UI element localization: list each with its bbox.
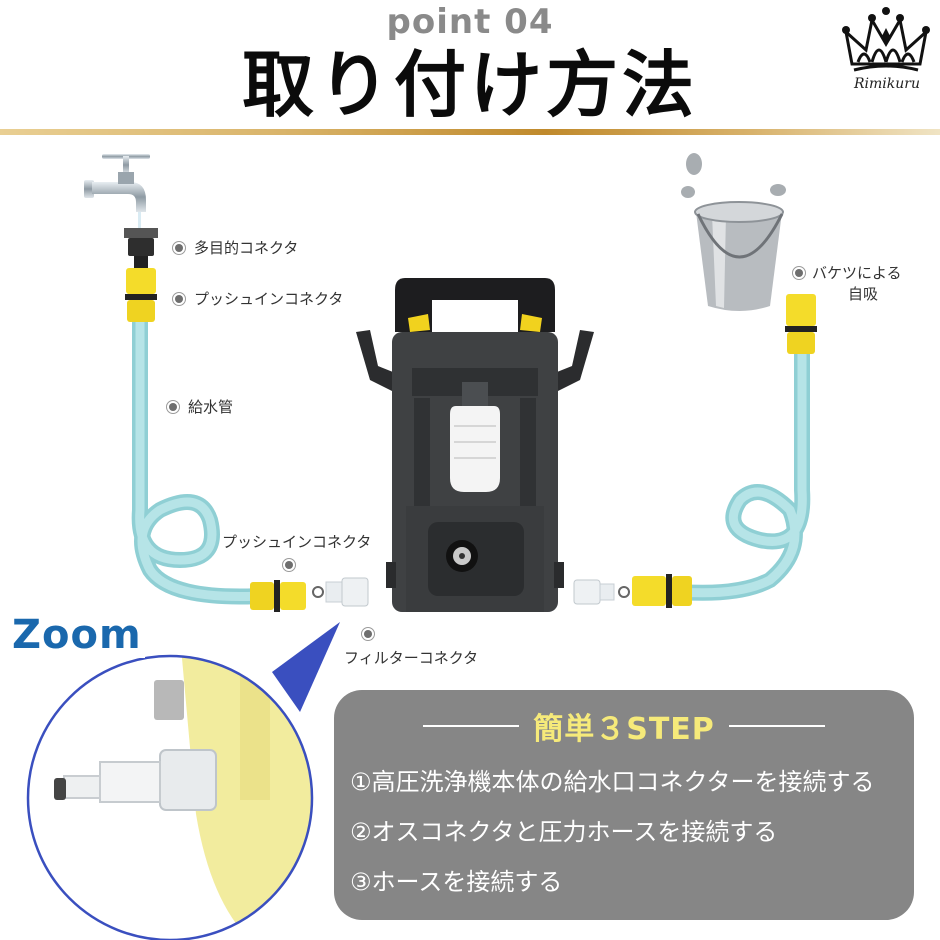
label-multi-connector: 多目的コネクタ	[172, 237, 298, 258]
steps-panel	[334, 690, 914, 920]
label-push-in-connector-top: プッシュインコネクタ	[172, 288, 343, 309]
bullet-icon	[172, 291, 186, 306]
filter-connector-left	[312, 577, 369, 607]
label-filter-connector: フィルターコネクタ	[344, 647, 478, 668]
divider-line	[423, 725, 520, 727]
label-text: プッシュインコネクタ	[194, 290, 344, 308]
supply-hose-right	[573, 294, 817, 608]
bullet-icon	[166, 399, 180, 414]
zoom-label: Zoom	[12, 612, 142, 658]
label-text: バケツによる	[812, 264, 902, 282]
label-text: プッシュインコネクタ	[222, 533, 372, 551]
header-divider	[0, 129, 940, 135]
supply-hose-left	[125, 268, 306, 612]
page-title: 取り付け方法	[241, 43, 698, 127]
crown-logo-icon	[842, 7, 930, 72]
step-item-3: ③ホースを接続する	[350, 868, 563, 896]
brand-name: Rimikuru	[854, 76, 920, 92]
label-text: フィルターコネクタ	[344, 649, 479, 667]
label-supply-hose: 給水管	[166, 396, 233, 417]
label-text: 給水管	[188, 398, 234, 416]
step-item-2: ②オスコネクタと圧力ホースを接続する	[350, 818, 778, 846]
steps-header: 簡単３STEP	[334, 704, 914, 748]
bullet-icon	[282, 558, 296, 572]
point-number-label: point 04	[386, 2, 554, 42]
steps-title: 簡単３STEP	[533, 712, 715, 747]
label-text: 多目的コネクタ	[194, 239, 299, 257]
step-item-1: ①高圧洗浄機本体の給水口コネクターを接続する	[350, 768, 875, 796]
zoom-inset	[0, 610, 340, 940]
label-push-in-connector-bottom: プッシュインコネクタ	[222, 531, 371, 552]
label-text: 自吸	[848, 285, 879, 303]
label-bucket-self-priming: バケツによる 自吸	[792, 262, 902, 304]
divider-line	[728, 725, 825, 727]
pressure-washer-body-icon	[356, 278, 594, 612]
faucet-icon	[84, 154, 158, 268]
bucket-icon	[681, 153, 786, 311]
bullet-icon	[792, 265, 806, 280]
bullet-icon	[172, 240, 186, 255]
bullet-icon	[361, 627, 375, 641]
